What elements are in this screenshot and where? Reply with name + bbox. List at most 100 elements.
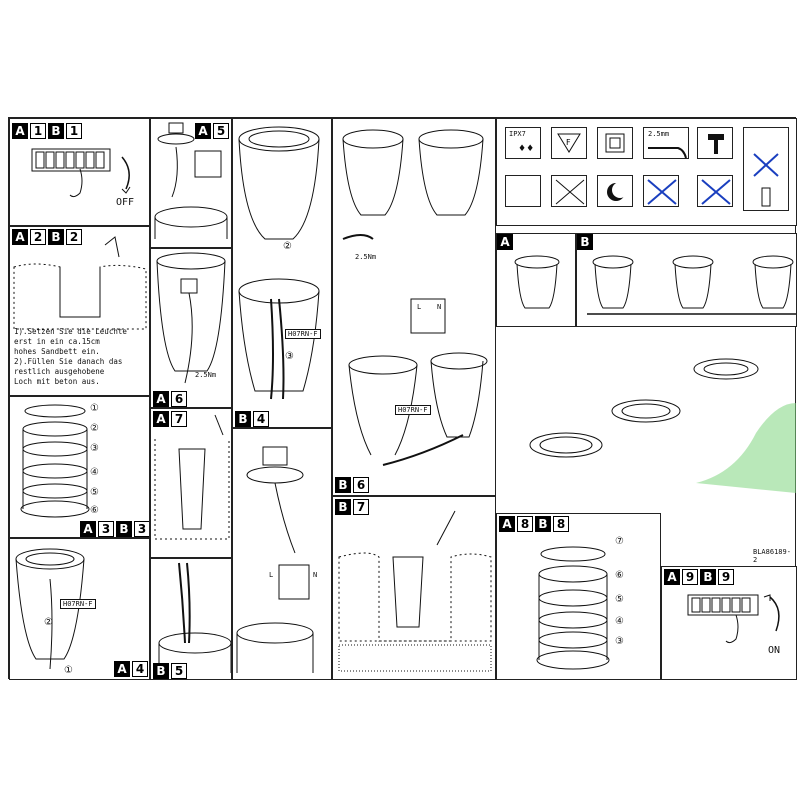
label-number: 3 xyxy=(134,521,149,537)
step-number: ⑦ xyxy=(615,536,624,547)
variant-label-b: B xyxy=(577,234,593,250)
step-number: ③ xyxy=(615,636,624,647)
panel-icons: IPX7 ♦♦ F 2.5mm xyxy=(496,118,797,226)
label-number: 6 xyxy=(353,477,369,493)
label-letter: A xyxy=(153,391,169,407)
hole-dig-illustration xyxy=(13,236,147,330)
label-letter: B xyxy=(535,516,551,532)
step-number: ⑤ xyxy=(90,487,99,498)
label-number: 8 xyxy=(553,516,569,532)
panel-variant-b: B xyxy=(576,233,797,327)
moon-icon xyxy=(597,175,633,207)
class-ii-insulation-icon xyxy=(597,127,633,159)
label-number: 9 xyxy=(718,569,734,585)
label-number: 3 xyxy=(98,521,114,537)
label-letter: A xyxy=(664,569,680,585)
label-letter: B xyxy=(153,663,169,679)
ip-rating-text: IPX7 xyxy=(509,130,526,138)
label-letter: A xyxy=(12,229,28,245)
label-letter: B xyxy=(577,234,593,250)
cable-insert-illustration: ② ① xyxy=(15,548,85,676)
instruction-line: erst in ein ca.15cm xyxy=(14,337,100,346)
panel-terminal-detail: L N xyxy=(232,428,332,680)
layout-scene xyxy=(496,333,797,513)
instruction-line: 2).Füllen Sie danach das xyxy=(14,357,123,366)
label-number: 4 xyxy=(253,411,269,427)
instruction-text: 1).Setzen Sie die Leuchte erst in ein ca… xyxy=(14,327,127,387)
label-letter: A xyxy=(114,661,130,677)
label-number: 5 xyxy=(171,663,187,679)
label-letter: B xyxy=(116,521,132,537)
label-letter: B xyxy=(335,499,351,515)
single-light-illustration xyxy=(514,255,560,309)
step-number: ① xyxy=(90,403,99,414)
terminal-connect-illustration xyxy=(154,122,228,239)
instruction-line: restlich ausgehobene xyxy=(14,367,105,376)
label-number: 8 xyxy=(517,516,533,532)
step-number: ② xyxy=(90,423,99,434)
label-letter: B xyxy=(335,477,351,493)
on-text: ON xyxy=(768,645,781,656)
linked-lights-illustration xyxy=(587,255,796,315)
label-letter: B xyxy=(48,229,64,245)
label-number: 1 xyxy=(66,123,82,139)
terminal-label-n: N xyxy=(313,571,318,579)
label-number: 6 xyxy=(171,391,187,407)
label-number: 2 xyxy=(66,229,82,245)
instruction-line: Loch mit beton aus. xyxy=(14,377,100,386)
cable-label: H07RN-F xyxy=(395,405,431,415)
instruction-line: 1).Setzen Sie die Leuchte xyxy=(14,327,127,336)
drawing-code: BLA86189-2 xyxy=(753,548,791,564)
panel-variant-a: A xyxy=(496,233,576,327)
lamp-type-icon xyxy=(743,127,789,211)
step-number: ② xyxy=(44,617,53,628)
strip-length-icon: 2.5mm xyxy=(643,127,689,159)
cable-label: H07RN-F xyxy=(285,329,321,339)
label-letter: A xyxy=(153,411,169,427)
torque-label: 2.5Nm xyxy=(195,371,217,379)
step-number: ⑥ xyxy=(615,570,624,581)
label-number: 5 xyxy=(213,123,229,139)
instruction-line: hohes Sandbett ein. xyxy=(14,347,100,356)
exploded-assembly-illustration: ① ② ③ ④ ⑤ ⑥ xyxy=(20,403,99,518)
cable-feed-illustration xyxy=(158,562,231,673)
label-letter: B xyxy=(235,411,251,427)
no-cover-icon xyxy=(643,175,679,207)
step-number: ③ xyxy=(90,443,99,454)
terminal-label-n: N xyxy=(437,303,442,311)
label-number: 7 xyxy=(353,499,369,515)
label-letter: A xyxy=(80,521,96,537)
svg-text:F: F xyxy=(566,138,571,147)
b-series-wiring-illustration xyxy=(342,129,488,466)
step-number: ⑥ xyxy=(90,505,99,516)
off-text: OFF xyxy=(116,197,135,208)
label-number: 7 xyxy=(171,411,187,427)
step-number: ② xyxy=(283,241,292,252)
mounting-illustration xyxy=(156,252,226,384)
label-letter: B xyxy=(700,569,716,585)
label-number: 2 xyxy=(30,229,46,245)
reassembly-illustration: ⑦ ⑥ ⑤ ④ ③ xyxy=(536,536,624,670)
label-letter: B xyxy=(48,123,64,139)
breaker-on-illustration xyxy=(687,594,780,644)
hammer-icon xyxy=(697,127,733,159)
